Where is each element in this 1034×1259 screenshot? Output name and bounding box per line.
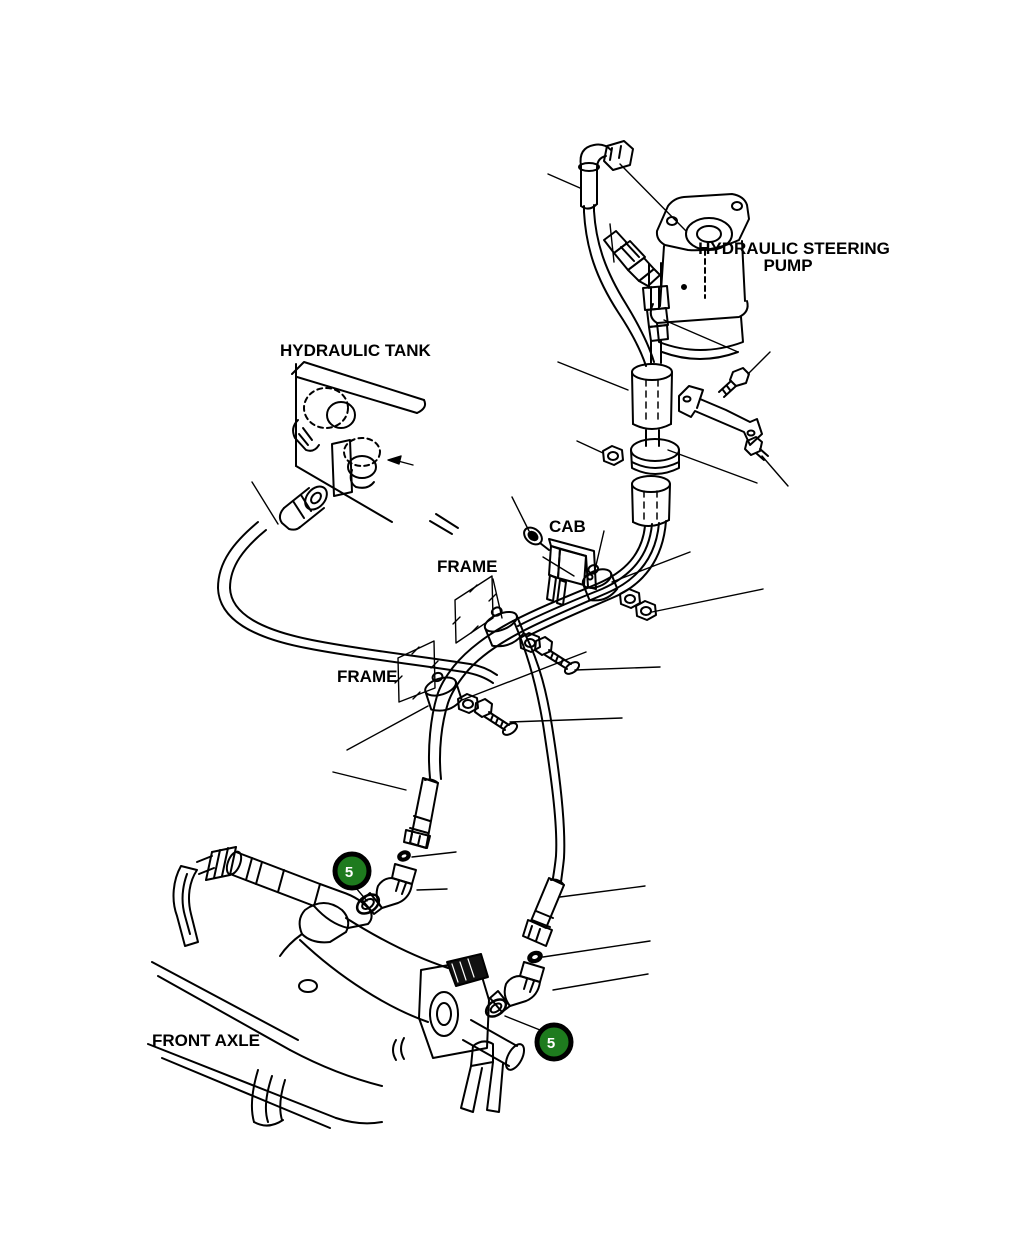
hose-to-right-fitting xyxy=(514,623,566,883)
label-hydraulic-tank: HYDRAULIC TANK xyxy=(280,341,432,360)
callout-5-right[interactable]: 5 xyxy=(504,1015,574,1062)
frame-section-upper xyxy=(452,575,497,644)
pump-elbow-fitting xyxy=(578,140,634,213)
pump-supply-hose xyxy=(583,210,655,367)
callout-hotspot-left[interactable] xyxy=(332,851,372,891)
bracket-screw-lower xyxy=(744,436,769,461)
front-axle-drawing xyxy=(147,846,526,1129)
frame-section-lower xyxy=(394,640,439,703)
washer-right xyxy=(527,950,543,964)
label-cab: CAB xyxy=(549,517,586,536)
tube-sleeve-upper xyxy=(631,363,673,430)
mounting-bracket xyxy=(678,385,763,446)
label-frame-upper: FRAME xyxy=(437,557,497,576)
hose-fitting-left xyxy=(403,777,439,849)
label-frame-lower: FRAME xyxy=(337,667,397,686)
tube-clamp xyxy=(630,438,680,475)
callout-number-right: 5 xyxy=(547,1035,555,1052)
tank-fitting xyxy=(278,485,328,531)
hose-clamp-frame-upper xyxy=(483,606,581,675)
hydraulic-tank-drawing xyxy=(291,361,459,535)
callout-5-left[interactable]: 5 xyxy=(332,851,372,902)
callout-leader-right xyxy=(504,1015,541,1031)
tube-sleeve-lower xyxy=(631,475,671,527)
bracket-screw-upper xyxy=(718,367,750,398)
callout-leader-left xyxy=(355,887,368,902)
washer-left xyxy=(397,850,411,862)
hose-bundle xyxy=(512,520,667,637)
label-front-axle: FRONT AXLE xyxy=(152,1031,260,1050)
label-steering-pump-line1: HYDRAULIC STEERING xyxy=(698,239,890,258)
steering-pump-drawing xyxy=(649,193,750,360)
leader-lines xyxy=(251,163,789,991)
hose-clamp-cab xyxy=(581,564,657,621)
tube-section xyxy=(645,429,660,447)
callout-hotspot-right[interactable] xyxy=(534,1022,574,1062)
hose-to-left-fitting xyxy=(428,620,524,780)
label-steering-pump-line2: PUMP xyxy=(763,256,812,275)
clamp-nut xyxy=(602,445,624,466)
cab-screw xyxy=(523,526,550,551)
pump-bottom-fitting xyxy=(642,262,670,365)
hose-fitting-right xyxy=(522,877,565,947)
callout-number-left: 5 xyxy=(345,864,353,881)
pump-side-fitting xyxy=(603,230,661,287)
hose-clamp-frame-lower xyxy=(424,671,519,736)
o-ring-right xyxy=(484,998,508,1018)
o-ring-left xyxy=(355,893,381,915)
